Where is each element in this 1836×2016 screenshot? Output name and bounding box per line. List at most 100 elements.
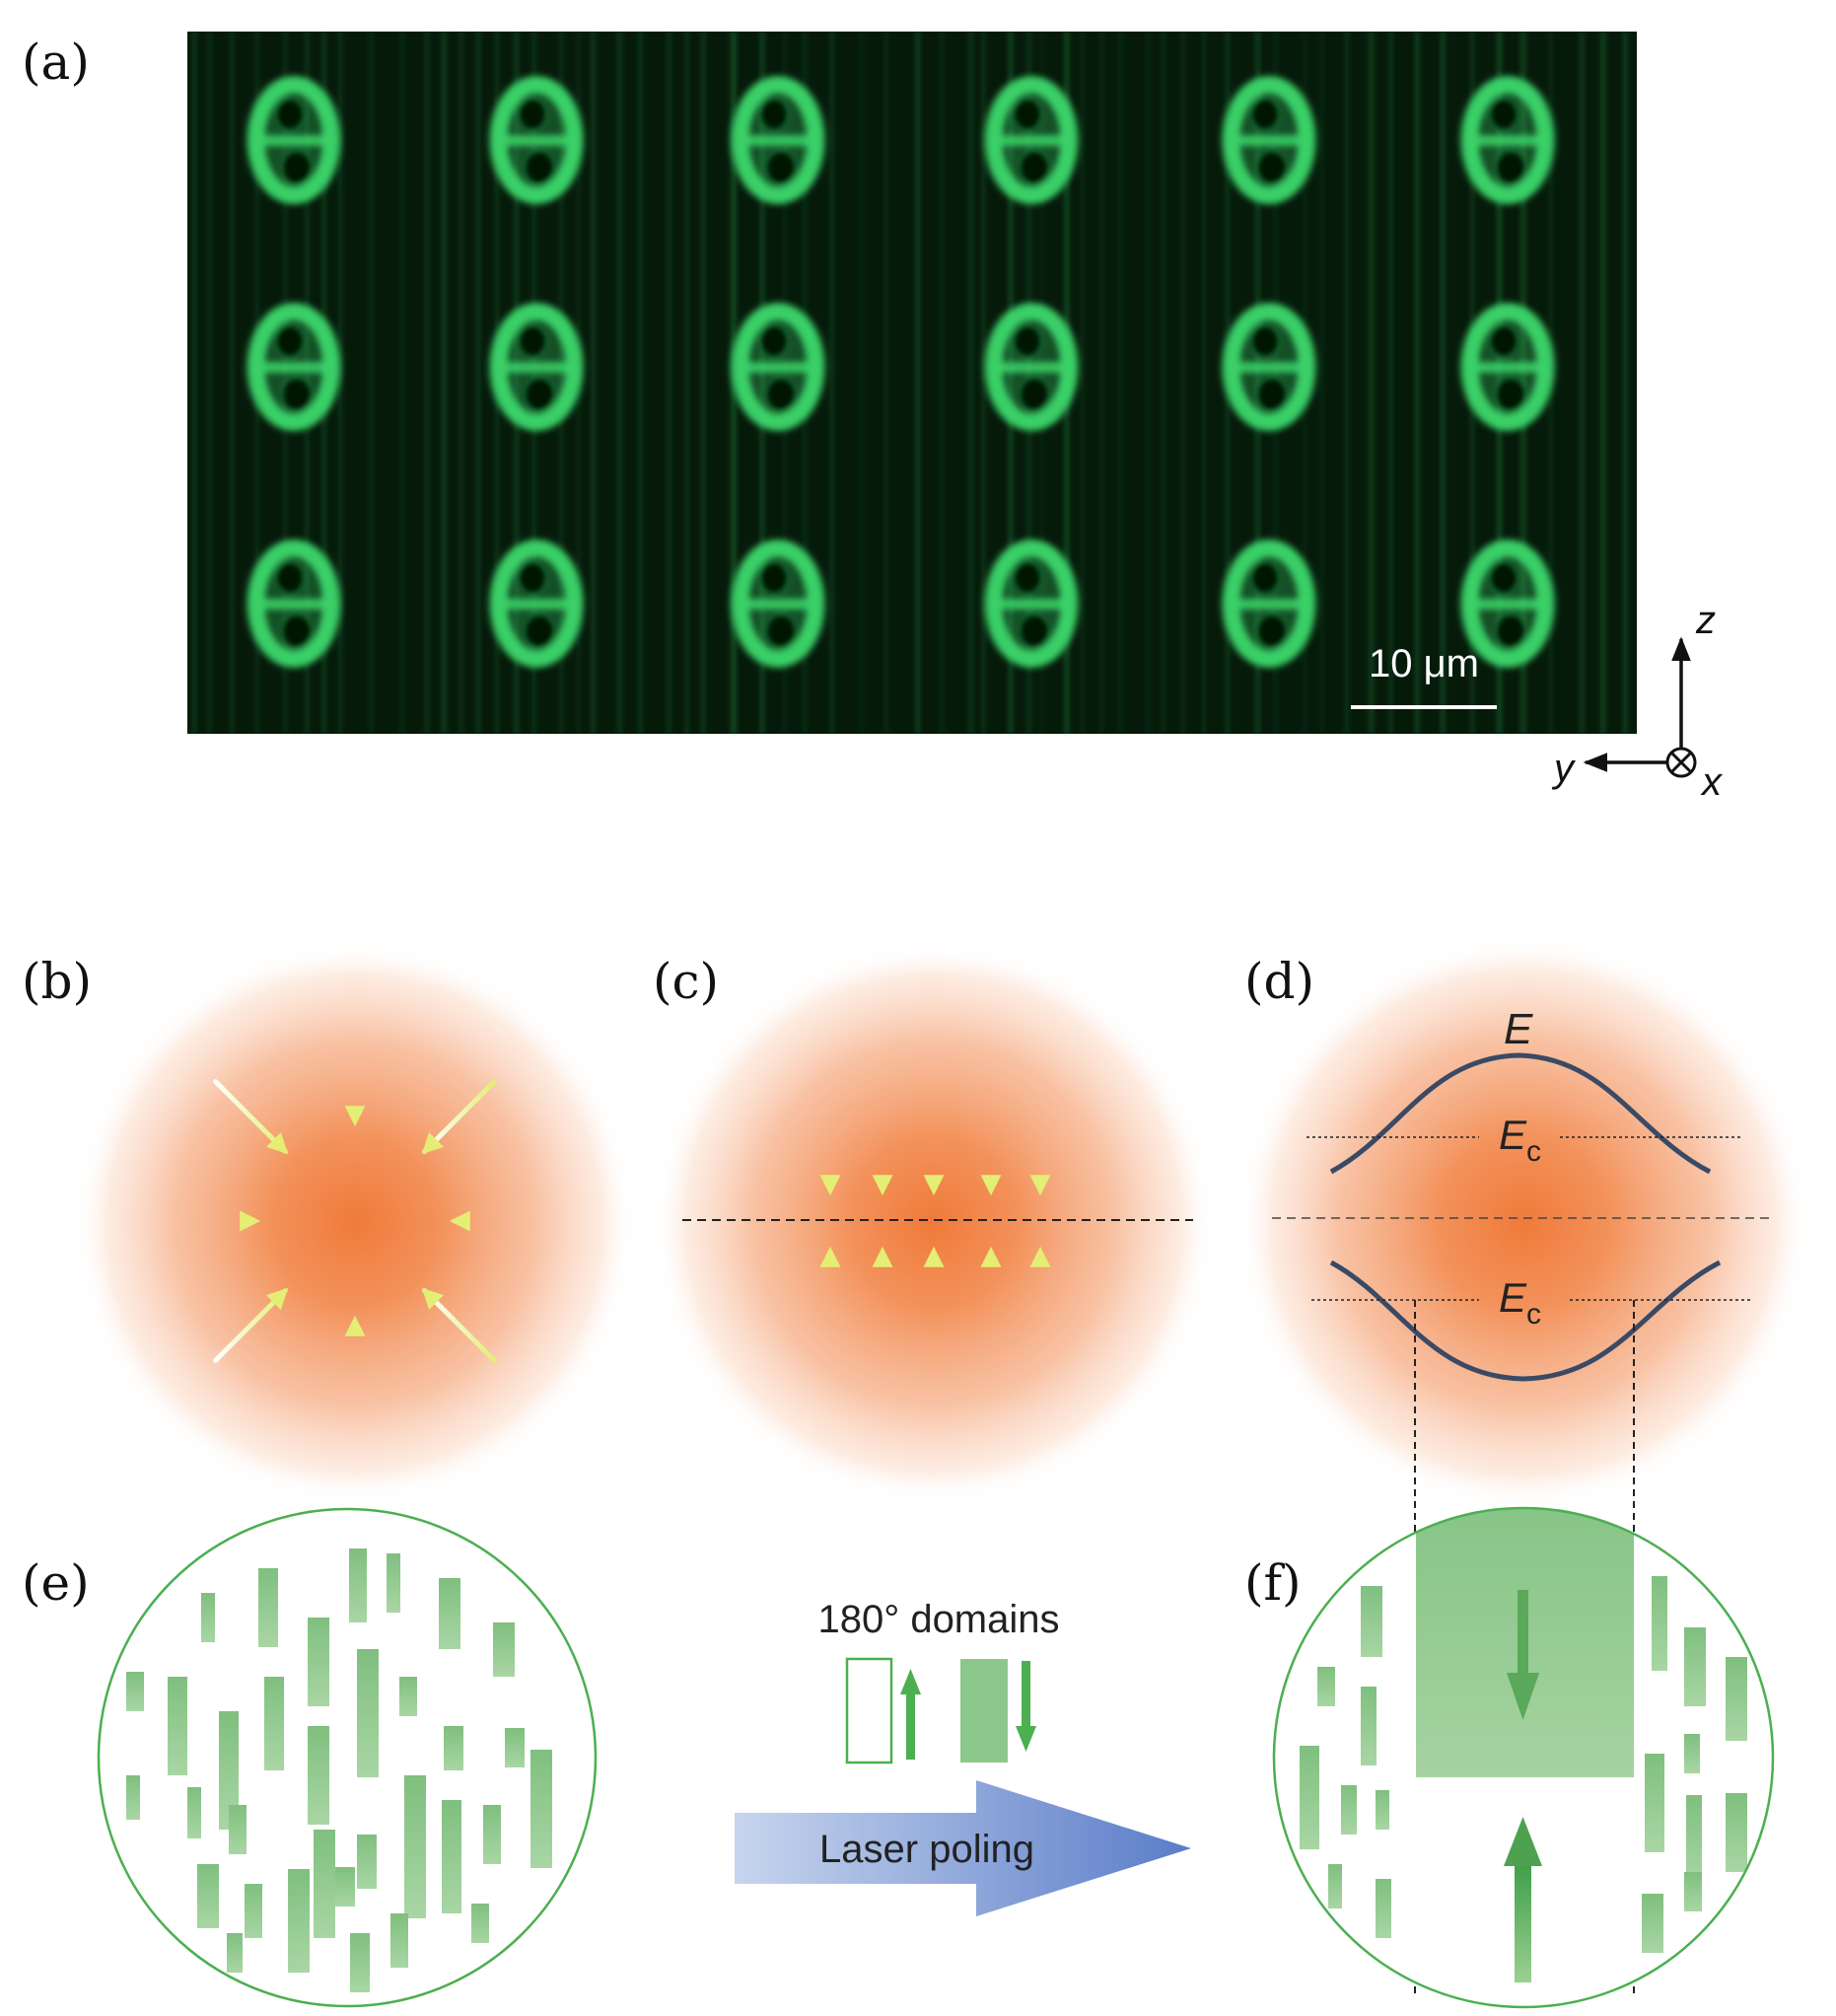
residual-domain <box>1361 1586 1382 1657</box>
random-domain <box>126 1775 140 1820</box>
micrograph-streak <box>701 32 705 734</box>
micrograph-streak <box>685 32 689 734</box>
random-domain <box>308 1726 329 1825</box>
residual-domain <box>1684 1734 1700 1773</box>
micrograph-streak <box>231 32 234 734</box>
random-domain <box>197 1864 219 1928</box>
domains-label: 180° domains <box>817 1598 1059 1641</box>
domain-spot <box>487 302 586 432</box>
field-profile-lower-curve <box>1329 1260 1722 1382</box>
micrograph-streak <box>915 32 920 734</box>
random-domain <box>335 1867 355 1907</box>
z-axis-label: z <box>1695 599 1716 642</box>
random-domain <box>264 1677 284 1770</box>
laser-poling-label: Laser poling <box>819 1828 1034 1871</box>
residual-domain <box>1652 1576 1667 1671</box>
micrograph <box>187 32 1637 734</box>
up-arrow-icon <box>900 1669 921 1760</box>
residual-domain <box>1361 1687 1377 1765</box>
random-domain <box>442 1800 461 1913</box>
micrograph-streak <box>1441 32 1446 734</box>
random-domain <box>229 1805 247 1854</box>
micrograph-streak <box>370 32 373 734</box>
domain-spot <box>1458 302 1557 432</box>
domain-spot <box>245 302 343 432</box>
micrograph-streak <box>1389 32 1392 734</box>
random-domain <box>245 1884 262 1938</box>
micrograph-streak <box>1623 32 1628 734</box>
micrograph-streak <box>1080 32 1085 734</box>
random-domain <box>219 1711 239 1830</box>
poling-process: 180° domains Laser poling <box>735 1598 1191 1916</box>
micrograph-streak <box>1119 32 1123 734</box>
poled-crystal-outline <box>1272 1506 1775 2009</box>
inward-field-arrows <box>140 1006 570 1436</box>
domain-spot <box>1220 539 1318 669</box>
micrograph-streak <box>1344 32 1349 734</box>
field-profile-upper-curve <box>1329 1052 1712 1175</box>
coercive-symbol-lower: Ec <box>1499 1274 1541 1331</box>
residual-domain <box>1645 1754 1664 1852</box>
residual-domain <box>1328 1864 1342 1908</box>
field-arrow <box>213 1079 289 1155</box>
micrograph-streak <box>1181 32 1185 734</box>
micrograph-streak <box>459 32 463 734</box>
random-domain <box>387 1553 400 1613</box>
micrograph-domain-spots <box>245 75 1557 669</box>
random-domain <box>505 1728 525 1767</box>
panel-d-label: (d) <box>1244 953 1314 1010</box>
panel-a-label: (a) <box>22 34 90 91</box>
residual-domain <box>1317 1667 1335 1706</box>
micrograph-streak <box>829 32 835 734</box>
heated-region-d <box>1237 937 1809 1509</box>
micrograph-streak <box>1203 32 1206 734</box>
random-domain <box>201 1593 215 1642</box>
field-symbol-E: E <box>1504 1005 1533 1053</box>
random-domain <box>357 1649 379 1777</box>
residual-domain <box>1726 1657 1747 1741</box>
micrograph-background <box>187 32 1637 734</box>
residual-domain <box>1684 1627 1706 1706</box>
micrograph-streak <box>1147 32 1150 734</box>
domain-spot <box>487 75 586 205</box>
panel-e: (e) <box>22 1507 598 2008</box>
domain-up-box <box>845 1657 893 1764</box>
residual-domain <box>1376 1879 1391 1938</box>
micrograph-streak <box>1098 32 1103 734</box>
domain-spot <box>1458 539 1557 669</box>
residual-domain <box>1642 1894 1663 1953</box>
residual-domain <box>1684 1872 1702 1911</box>
micrograph-streak <box>475 32 481 734</box>
micrograph-streak <box>1600 32 1606 734</box>
random-domain <box>349 1548 367 1622</box>
random-domain <box>444 1726 463 1770</box>
random-domain <box>404 1775 426 1918</box>
heated-region-c <box>653 942 1215 1504</box>
random-domain <box>493 1622 515 1677</box>
domain-spot <box>1458 75 1557 205</box>
panel-e-label: (e) <box>22 1554 90 1612</box>
random-domain <box>126 1672 144 1711</box>
domain-spot <box>1220 75 1318 205</box>
micrograph-streak <box>424 32 430 734</box>
domain-spot <box>982 302 1081 432</box>
down-arrow-icon <box>1016 1661 1036 1752</box>
residual-domain <box>1341 1785 1357 1835</box>
domain-spot <box>982 75 1081 205</box>
micrograph-streak <box>638 32 643 734</box>
panel-f-label: (f) <box>1244 1554 1302 1612</box>
poled-crystal-content <box>1300 1508 1747 1953</box>
random-domain <box>357 1835 377 1889</box>
micrograph-streak <box>441 32 448 734</box>
micrograph-streak <box>1320 32 1324 734</box>
down-arrow-icon <box>1507 1590 1539 1720</box>
random-domain <box>350 1933 370 1992</box>
random-domain <box>168 1677 187 1775</box>
domain-spot <box>245 75 343 205</box>
random-domain-crystal <box>97 1507 598 2008</box>
random-domain <box>258 1568 278 1647</box>
domain-spot <box>729 75 827 205</box>
random-domain <box>308 1618 329 1706</box>
micrograph-streak <box>1368 32 1375 734</box>
random-domain <box>439 1578 460 1649</box>
